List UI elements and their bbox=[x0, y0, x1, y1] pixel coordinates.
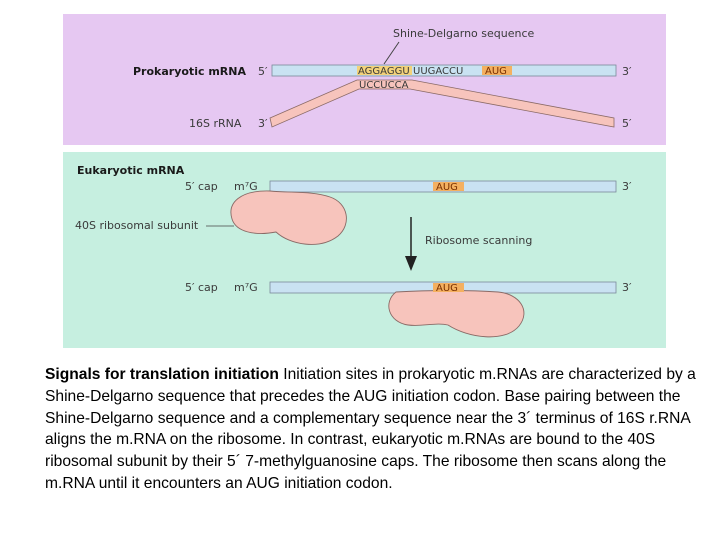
prokaryotic-mrna-3prime: 3′ bbox=[622, 65, 632, 78]
caption-body: Initiation sites in prokaryotic m.RNAs a… bbox=[45, 366, 696, 492]
16s-rrna-5prime: 5′ bbox=[622, 117, 632, 130]
prokaryotic-mrna-bar bbox=[271, 64, 617, 77]
figure-caption: Signals for translation initiation Initi… bbox=[45, 364, 715, 495]
mrna-seq-aug: AUG bbox=[485, 66, 507, 77]
m7g-label-1: m⁷G bbox=[234, 180, 258, 193]
prokaryotic-panel bbox=[63, 14, 666, 145]
cap-label-1: 5′ cap bbox=[185, 180, 218, 193]
16s-rrna-label: 16S rRNA bbox=[189, 117, 242, 130]
rrna-complementary-seq: UCCUCCA bbox=[359, 80, 409, 91]
eukaryotic-3prime-1: 3′ bbox=[622, 180, 632, 193]
40s-ribosomal-subunit bbox=[230, 190, 347, 245]
prokaryotic-mrna-5prime: 5′ bbox=[258, 65, 268, 78]
shine-delgarno-pointer bbox=[383, 41, 400, 65]
mrna-seq-middle: UUGACCU bbox=[413, 66, 463, 77]
shine-delgarno-label: Shine-Delgarno sequence bbox=[393, 27, 535, 40]
m7g-label-2: m⁷G bbox=[234, 281, 258, 294]
ribosome-scanning-label: Ribosome scanning bbox=[425, 234, 532, 247]
cap-label-2: 5′ cap bbox=[185, 281, 218, 294]
aug-label-2: AUG bbox=[436, 283, 458, 294]
40s-subunit-at-aug bbox=[388, 290, 525, 338]
shine-delgarno-highlight bbox=[357, 66, 412, 75]
prokaryotic-aug-highlight bbox=[482, 66, 512, 75]
prokaryotic-title: Prokaryotic mRNA bbox=[133, 65, 246, 78]
scanning-arrow-head bbox=[405, 256, 417, 271]
translation-initiation-diagram: Shine-Delgarno sequence Prokaryotic mRNA… bbox=[63, 14, 666, 348]
16s-rrna-strand bbox=[269, 79, 615, 128]
aug-highlight-1 bbox=[433, 182, 464, 191]
40s-subunit-label: 40S ribosomal subunit bbox=[75, 219, 199, 232]
eukaryotic-3prime-2: 3′ bbox=[622, 281, 632, 294]
aug-label-1: AUG bbox=[436, 182, 458, 193]
aug-highlight-2 bbox=[433, 283, 464, 292]
mrna-seq-shine-delgarno: AGGAGGU bbox=[358, 66, 410, 77]
caption-lead: Signals for translation initiation bbox=[45, 366, 279, 383]
16s-rrna-3prime: 3′ bbox=[258, 117, 268, 130]
eukaryotic-title: Eukaryotic mRNA bbox=[77, 164, 185, 177]
